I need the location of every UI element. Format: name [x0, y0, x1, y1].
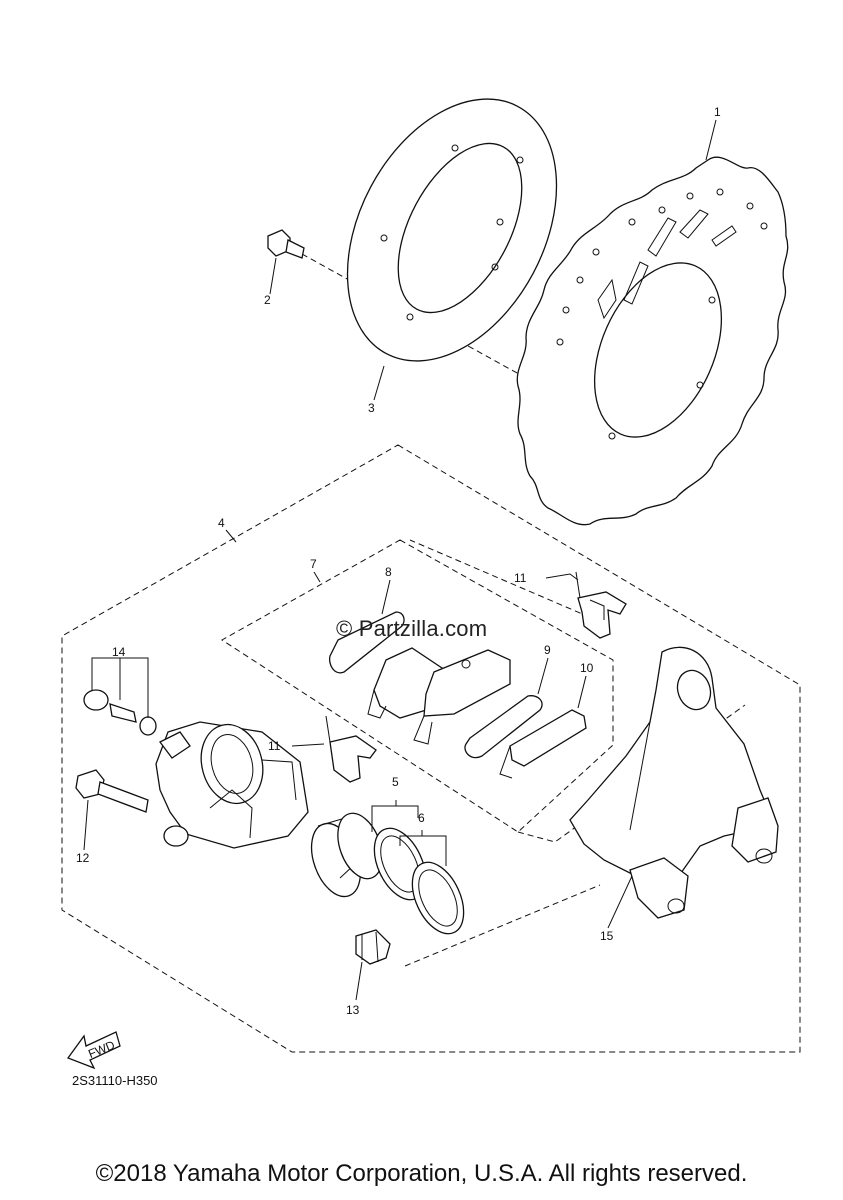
- caliper-body: [155, 721, 309, 849]
- callout-15: 15: [600, 929, 614, 943]
- copyright-notice: ©2018 Yamaha Motor Corporation, U.S.A. A…: [95, 1160, 748, 1187]
- bleed-screw-14: [83, 689, 157, 736]
- callout-7: 7: [310, 557, 317, 571]
- callout-6: 6: [418, 811, 425, 825]
- brake-disc-3: [346, 98, 558, 362]
- brake-disc-1: [516, 156, 789, 526]
- callout-5: 5: [392, 775, 399, 789]
- lower-dashed-connector: [404, 884, 601, 967]
- reference-code: 2S31110-H350: [72, 1073, 158, 1088]
- callout-4: 4: [218, 516, 225, 530]
- piston-5: [310, 812, 383, 898]
- callout-11-lower: 11: [268, 739, 281, 753]
- pad-kit-dashed-boundary: [221, 539, 614, 833]
- piston-seals-6: [373, 827, 465, 935]
- caliper-bracket-15: [569, 646, 779, 919]
- caliper-assembly-dashed-boundary: [61, 444, 801, 1053]
- bolt-axis-dashed-line: [409, 539, 609, 626]
- bolt-2: [267, 229, 305, 259]
- pad-clip-11-upper: [575, 571, 627, 639]
- fwd-arrow-icon: FWD: [66, 1031, 121, 1070]
- callout-12: 12: [76, 851, 90, 865]
- fwd-label: FWD: [86, 1038, 117, 1061]
- callout-8: 8: [385, 565, 392, 579]
- callout-10: 10: [580, 661, 594, 675]
- pad-shim-9: [464, 695, 543, 759]
- pad-shim-8: [328, 611, 405, 674]
- leader-lines: [83, 119, 717, 1001]
- watermark: © Partzilla.com: [336, 616, 488, 641]
- callout-14: 14: [112, 645, 126, 659]
- brake-pad-b: [413, 649, 511, 745]
- callout-11-upper: 11: [514, 571, 527, 585]
- callout-9: 9: [544, 643, 551, 657]
- callout-3: 3: [368, 401, 375, 415]
- callout-1: 1: [714, 105, 721, 119]
- pad-plate-10: [499, 709, 587, 779]
- slide-pin-12: [75, 769, 149, 813]
- callout-2: 2: [264, 293, 271, 307]
- boot-13: [355, 929, 391, 965]
- pad-clip-11-lower: [325, 715, 377, 783]
- callout-13: 13: [346, 1003, 360, 1017]
